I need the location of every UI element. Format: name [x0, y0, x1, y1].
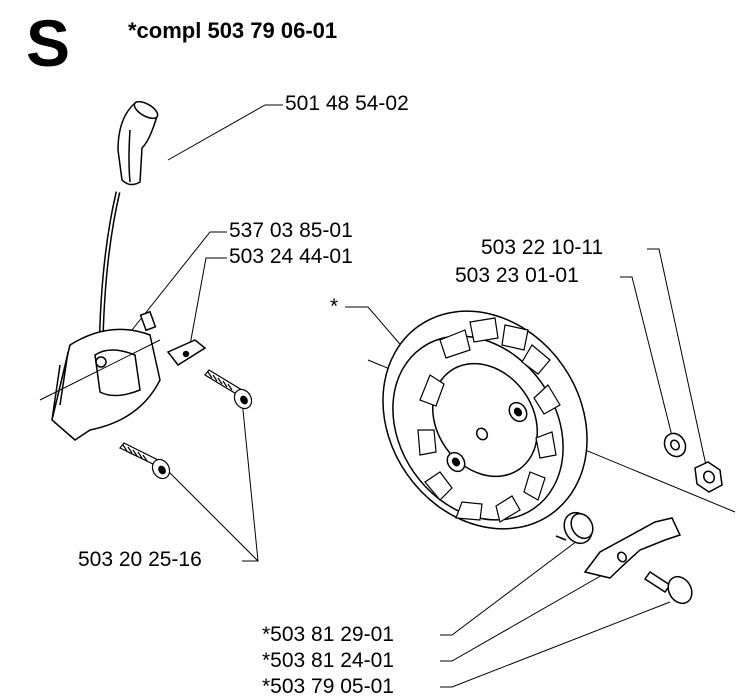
- leader-ground-terminal: [189, 257, 227, 346]
- washer: [663, 432, 687, 458]
- spring: [555, 511, 594, 545]
- part-label-flywheel-nut: 503 22 10-11: [481, 236, 604, 259]
- part-label-pawl: *503 81 24-01: [262, 649, 394, 672]
- part-label-screws: 503 20 25-16: [78, 548, 202, 571]
- leader-spark-plug-cap: [167, 104, 283, 161]
- flywheel: [382, 310, 588, 530]
- screw-upper: [204, 369, 253, 410]
- leader-screws-b: [164, 467, 259, 562]
- leader-pawl: [440, 561, 626, 662]
- part-label-spark-plug-cap: 501 48 54-02: [285, 92, 409, 115]
- leader-spring: [440, 534, 586, 636]
- leader-flywheel-nut: [647, 248, 708, 471]
- part-label-spring: *503 81 29-01: [262, 623, 394, 646]
- pawl-pin: [643, 570, 693, 605]
- flywheel-nut: [694, 461, 723, 493]
- assembly-title: *compl 503 79 06-01: [128, 18, 338, 43]
- part-label-ignition-module: 537 03 85-01: [229, 219, 353, 242]
- leader-screws-a: [241, 399, 259, 562]
- part-label-washer: 503 23 01-01: [455, 264, 579, 287]
- leader-flywheel: [345, 306, 406, 351]
- section-letter: S: [26, 6, 71, 80]
- ignition-module: [51, 310, 161, 441]
- leader-washer: [620, 276, 674, 441]
- spark-plug-cap: [117, 100, 159, 186]
- pawl: [583, 517, 682, 579]
- ground-terminal: [166, 339, 207, 366]
- part-label-ground-terminal: 503 24 44-01: [229, 245, 353, 268]
- leader-ignition-module: [127, 231, 227, 336]
- part-label-flywheel: *: [330, 295, 339, 318]
- part-label-pawl-pin: *503 79 05-01: [262, 675, 394, 698]
- leader-pawl-pin: [440, 601, 671, 688]
- screw-lower: [119, 442, 171, 480]
